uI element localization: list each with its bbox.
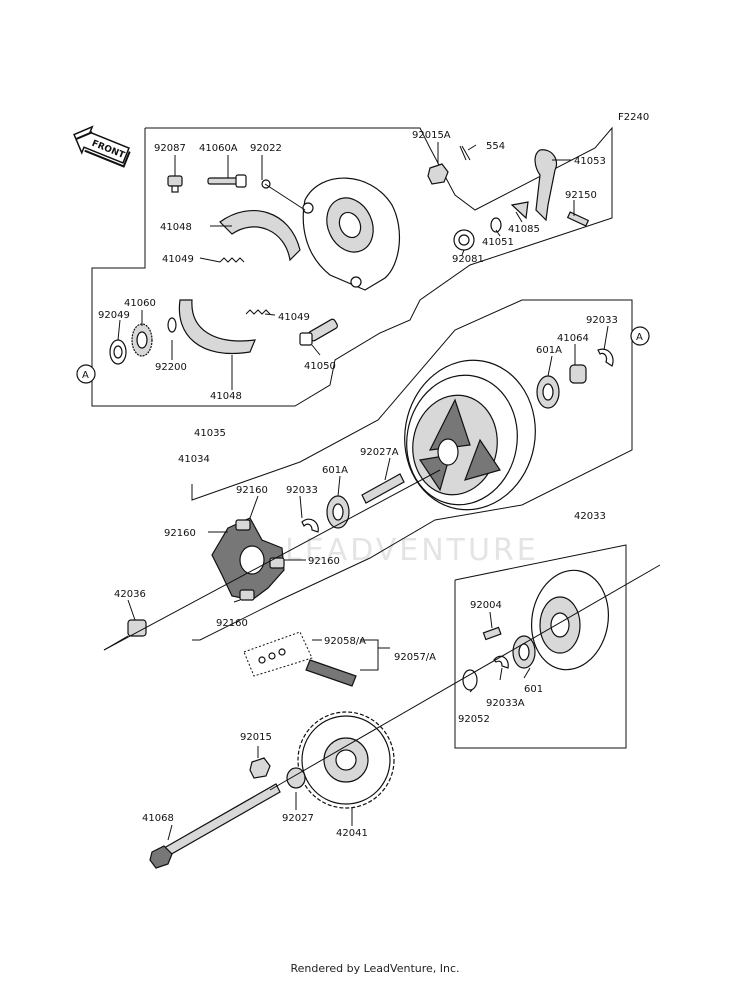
label-92160-top: 92160 xyxy=(236,485,268,496)
part-92004 xyxy=(482,626,502,641)
part-41051 xyxy=(490,217,502,233)
label-92027A: 92027A xyxy=(360,447,399,458)
spring-41049-right xyxy=(245,309,271,315)
label-41034: 41034 xyxy=(178,454,210,465)
part-92049 xyxy=(109,339,127,365)
label-41068: 41068 xyxy=(142,813,174,824)
watermark-text: LEADVENTURE xyxy=(285,533,539,568)
label-92150: 92150 xyxy=(565,190,597,201)
part-601A-mid xyxy=(326,495,350,529)
label-41051: 41051 xyxy=(482,237,514,248)
front-arrow-icon: FRONT xyxy=(73,125,131,168)
svg-text:A: A xyxy=(636,332,643,343)
sprocket-42041 xyxy=(297,711,395,809)
part-92058A xyxy=(243,631,313,677)
brake-shoe-top xyxy=(219,209,301,262)
label-92087: 92087 xyxy=(154,143,186,154)
part-92027 xyxy=(286,767,306,789)
part-92033-right xyxy=(597,348,614,367)
brake-shoe-bottom xyxy=(178,299,256,354)
part-601 xyxy=(512,635,536,669)
label-92033A: 92033A xyxy=(486,698,525,709)
part-92033A xyxy=(493,655,509,669)
label-601A-right: 601A xyxy=(536,345,562,356)
svg-text:A: A xyxy=(82,370,89,381)
leader-lines xyxy=(117,142,609,841)
wheel-assembly-outline xyxy=(191,299,633,641)
part-601A-right xyxy=(536,375,560,409)
brake-panel-41035 xyxy=(302,177,401,291)
part-92150 xyxy=(566,211,590,227)
part-554 xyxy=(459,145,471,161)
part-92052 xyxy=(462,669,478,691)
sprocket-hub-42033 xyxy=(530,569,610,671)
hub-assembly-outline xyxy=(454,544,627,749)
part-41060A xyxy=(207,174,247,188)
label-92200: 92200 xyxy=(155,362,187,373)
part-92015A xyxy=(427,163,449,185)
part-41060 xyxy=(131,323,153,357)
label-41053: 41053 xyxy=(574,156,606,167)
part-92057A-chain xyxy=(305,659,357,687)
label-41049-left: 41049 xyxy=(162,254,194,265)
part-41085 xyxy=(510,201,529,220)
label-41060A: 41060A xyxy=(199,143,238,154)
label-92081: 92081 xyxy=(452,254,484,265)
label-41048-bottom: 41048 xyxy=(210,391,242,402)
label-92033-right: 92033 xyxy=(586,315,618,326)
label-41060: 41060 xyxy=(124,298,156,309)
label-41035: 41035 xyxy=(194,428,226,439)
part-41064 xyxy=(569,364,587,384)
part-92015 xyxy=(249,757,271,779)
damper-rubbers-92160 xyxy=(211,517,285,601)
label-42033: 42033 xyxy=(574,511,606,522)
part-42036 xyxy=(103,619,147,651)
label-92049: 92049 xyxy=(98,310,130,321)
brake-assembly-outline xyxy=(91,126,613,407)
part-41053 xyxy=(534,149,558,222)
label-41064: 41064 xyxy=(557,333,589,344)
part-92200 xyxy=(167,317,177,333)
label-92015A: 92015A xyxy=(412,130,451,141)
label-92160-bottom: 92160 xyxy=(216,618,248,629)
label-601A-mid: 601A xyxy=(322,465,348,476)
rendered-by-credit: Rendered by LeadVenture, Inc. xyxy=(290,962,460,975)
part-92081 xyxy=(453,229,475,251)
label-92004: 92004 xyxy=(470,600,502,611)
part-92033-mid xyxy=(301,518,319,533)
label-41049-right: 41049 xyxy=(278,312,310,323)
spring-41049-left xyxy=(219,257,245,263)
ref-a-left: A xyxy=(76,364,96,384)
label-92015: 92015 xyxy=(240,732,272,743)
label-41085: 41085 xyxy=(508,224,540,235)
label-92057A: 92057/A xyxy=(394,652,436,663)
label-554: 554 xyxy=(486,141,505,152)
label-92160-left: 92160 xyxy=(164,528,196,539)
ref-a-right: A xyxy=(630,326,650,346)
label-42041: 42041 xyxy=(336,828,368,839)
label-42036: 42036 xyxy=(114,589,146,600)
part-92027A xyxy=(361,473,405,504)
label-92058A: 92058/A xyxy=(324,636,366,647)
label-41050: 41050 xyxy=(304,361,336,372)
label-41048-top: 41048 xyxy=(160,222,192,233)
label-92033-mid: 92033 xyxy=(286,485,318,496)
part-41050 xyxy=(299,318,338,346)
label-601: 601 xyxy=(524,684,543,695)
label-92160-right: 92160 xyxy=(308,556,340,567)
label-92022: 92022 xyxy=(250,143,282,154)
figure-code: F2240 xyxy=(618,112,650,123)
label-92027: 92027 xyxy=(282,813,314,824)
axle-41068 xyxy=(149,783,281,869)
rear-wheel-rim xyxy=(404,359,536,511)
part-92087 xyxy=(167,175,183,193)
label-92052: 92052 xyxy=(458,714,490,725)
axle-centerline xyxy=(103,469,661,791)
